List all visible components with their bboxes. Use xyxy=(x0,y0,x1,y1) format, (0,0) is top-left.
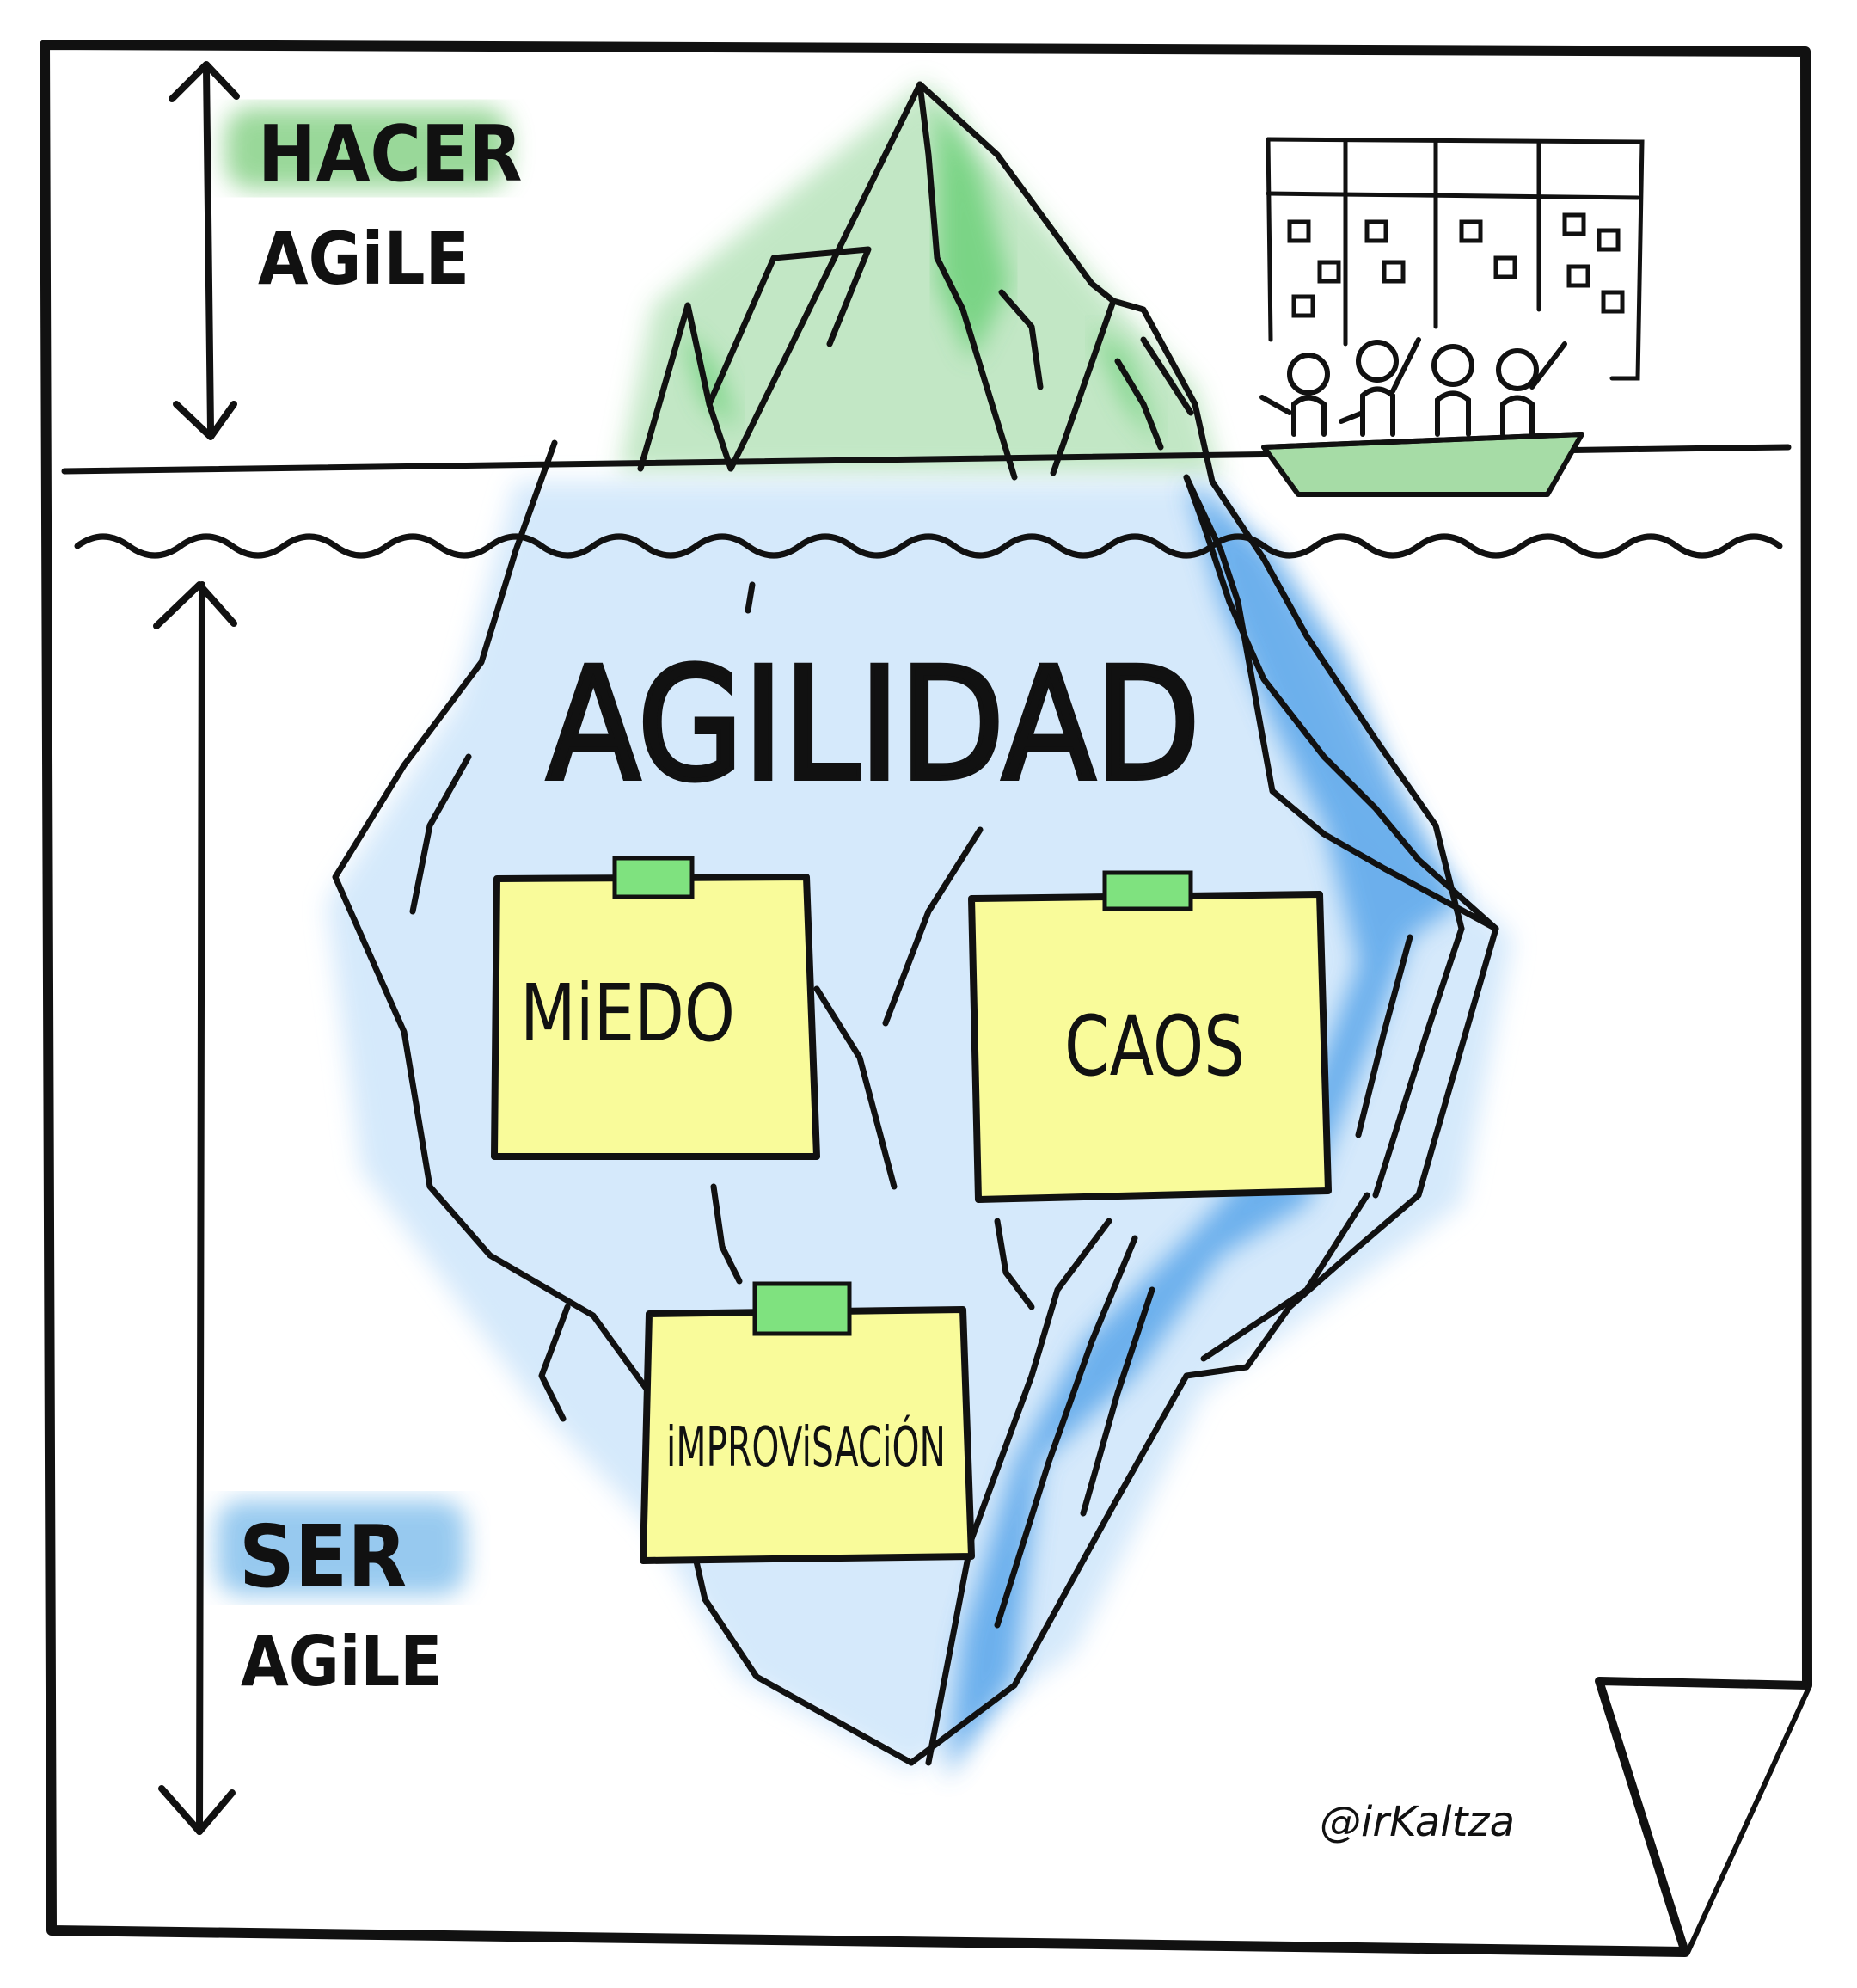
note-label-miedo: MiEDO xyxy=(520,967,735,1059)
hacer-label: HACER xyxy=(258,109,523,199)
iceberg-body xyxy=(332,439,1499,1766)
iceberg-tip xyxy=(637,81,1216,485)
sticky-note-caos: CAOS xyxy=(968,870,1332,1203)
boat-icon xyxy=(1261,432,1584,497)
agile-bottom-label: AGiLE xyxy=(241,1622,442,1702)
sticky-note-improvisacion: iMPROViSACiÓN xyxy=(640,1281,975,1564)
up-down-arrow-icon xyxy=(169,61,240,440)
people-icon xyxy=(1259,337,1567,437)
iceberg-stream xyxy=(946,482,1462,1780)
up-down-arrow-icon xyxy=(153,581,237,1835)
ser-label: SER xyxy=(239,1506,408,1607)
agile-top-label: AGiLE xyxy=(258,217,469,301)
iceberg-wash xyxy=(327,82,1513,1771)
signature: @irKaltza xyxy=(1320,1798,1515,1846)
note-label-caos: CAOS xyxy=(1064,998,1245,1095)
sticky-note-miedo: MiEDO xyxy=(491,856,820,1160)
iceberg-title: AGILIDAD xyxy=(547,635,1200,815)
kanban-board-icon xyxy=(1266,137,1645,381)
note-label-improvisacion: iMPROViSACiÓN xyxy=(666,1414,946,1480)
